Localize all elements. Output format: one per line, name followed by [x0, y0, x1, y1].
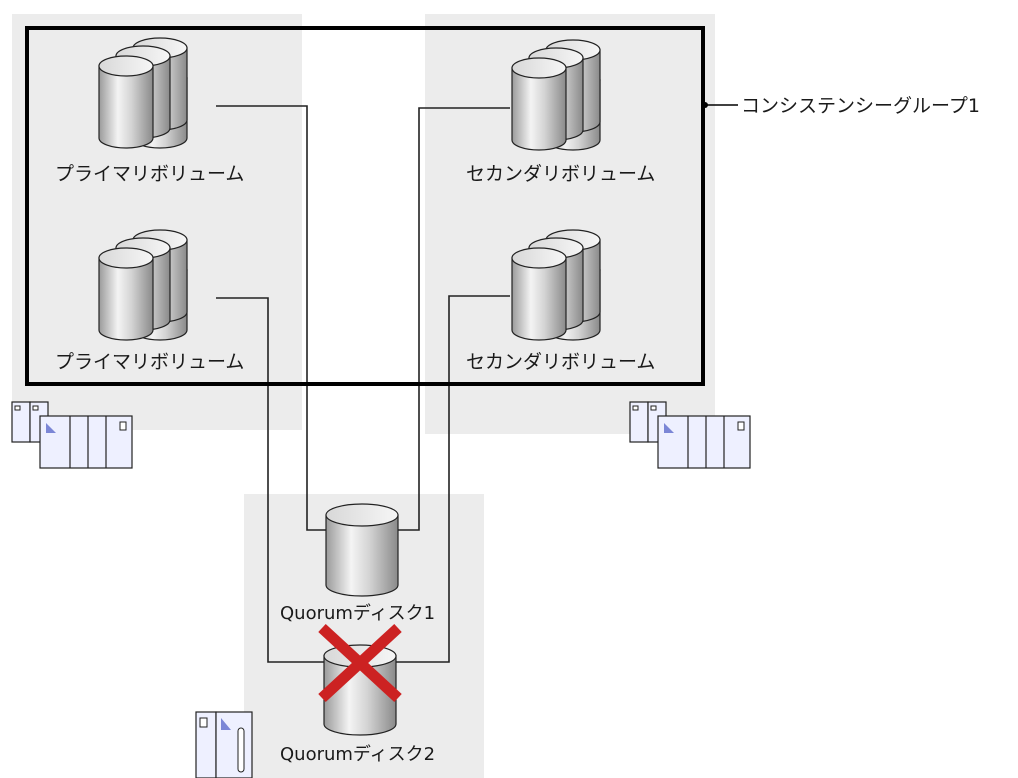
failure-x-icon	[318, 623, 402, 703]
secondary-volume-1-label: セカンダリボリューム	[466, 163, 655, 185]
link-secondary1-quorum1	[398, 107, 510, 531]
consistency-group-frame	[25, 26, 705, 386]
connection-lines	[216, 105, 510, 663]
quorum-disk-1-label: Quorumディスク1	[280, 603, 435, 624]
quorum-disk-1-icon	[325, 503, 399, 597]
consistency-group-leader-dot	[702, 102, 708, 108]
consistency-group-label: コンシステンシーグループ1	[741, 95, 980, 117]
group-interior-gap	[302, 30, 425, 382]
primary-volume-2-label: プライマリボリューム	[55, 351, 244, 373]
link-primary1-quorum1	[216, 105, 328, 531]
link-secondary2-quorum2	[396, 295, 510, 663]
quorum-server-icon	[195, 711, 253, 778]
primary-volume-1-label: プライマリボリューム	[55, 163, 244, 185]
quorum-disk-2-label: Quorumディスク2	[280, 744, 435, 765]
secondary-volume-2-label: セカンダリボリューム	[466, 351, 655, 373]
link-primary2-quorum2	[216, 297, 326, 663]
